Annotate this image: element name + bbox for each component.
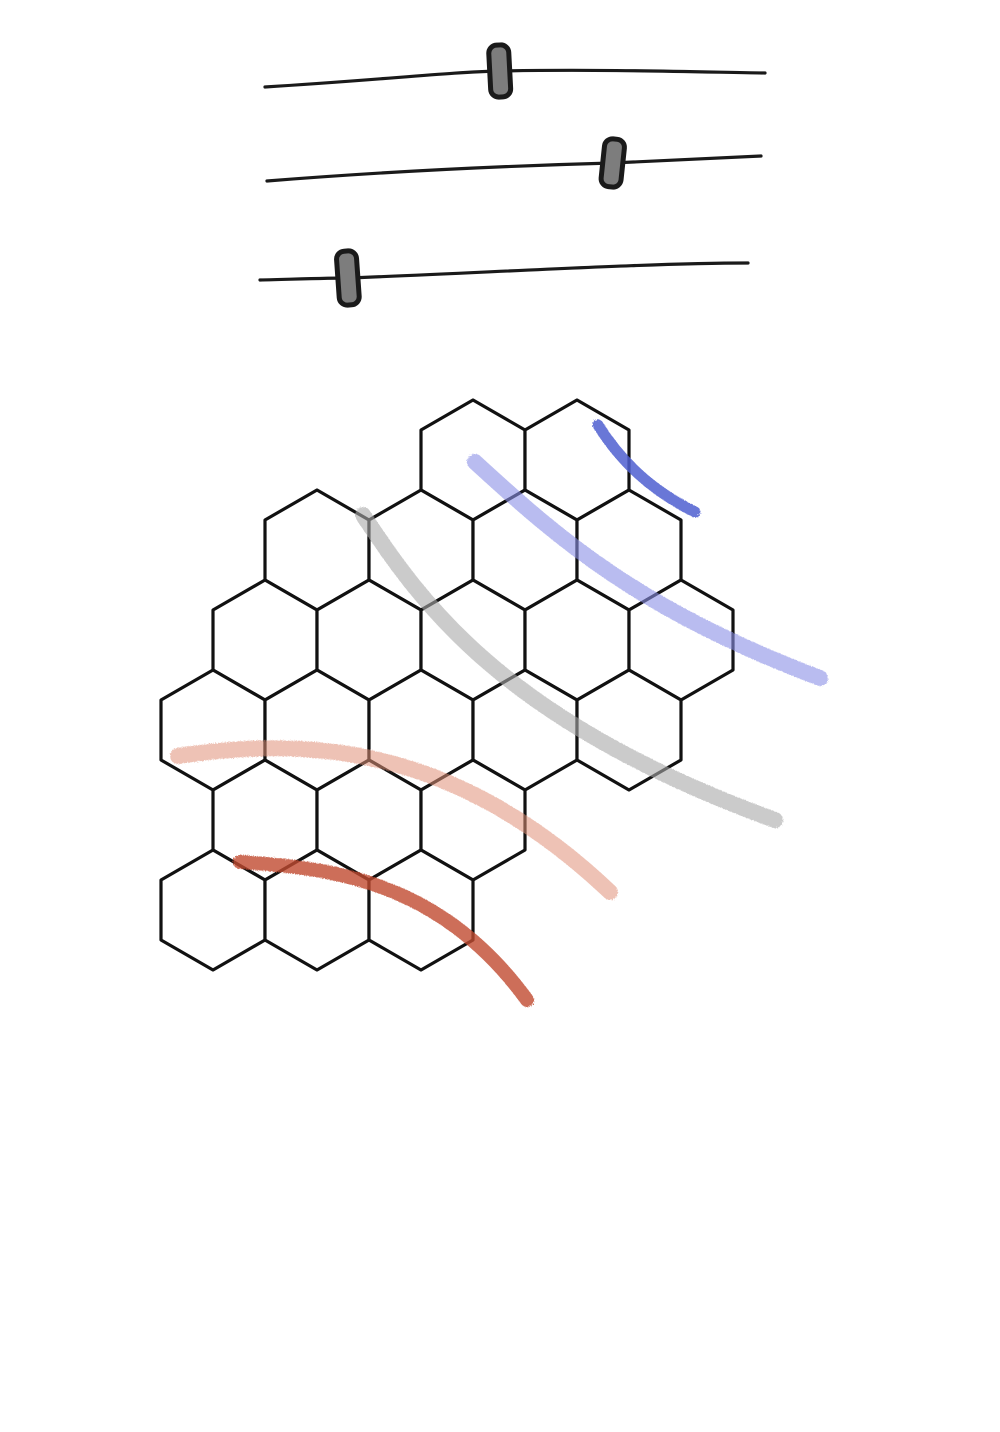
blue-light-stroke — [467, 454, 828, 686]
slider-3-track[interactable] — [258, 261, 750, 282]
hex-cell[interactable] — [575, 668, 683, 792]
gray-stroke — [355, 507, 783, 828]
slider-1-track[interactable] — [263, 68, 767, 89]
slider-3[interactable] — [258, 248, 750, 308]
blue-dark-stroke — [592, 419, 701, 518]
slider-3-knob[interactable] — [334, 248, 362, 308]
slider-1-knob[interactable] — [486, 42, 514, 100]
red-stroke — [233, 855, 534, 1007]
paint-strokes — [170, 419, 828, 1007]
salmon-stroke — [170, 740, 618, 900]
slider-1[interactable] — [263, 42, 767, 100]
slider-2-knob[interactable] — [598, 136, 627, 190]
slider-group — [258, 42, 767, 308]
slider-2-track[interactable] — [265, 154, 763, 183]
slider-2[interactable] — [265, 136, 763, 190]
